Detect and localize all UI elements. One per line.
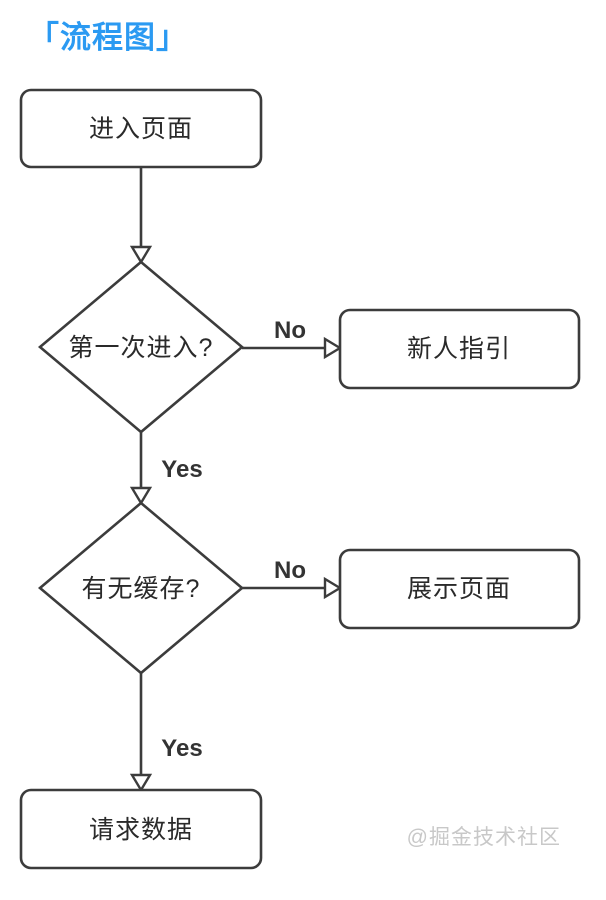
edge-first-visit-to-newcomer-guide: No [242,317,343,360]
arrowhead-down-icon [129,773,153,793]
arrowhead-down-icon [129,486,153,506]
node-enter-page-label: 进入页面 [89,115,193,143]
node-has-cache-label: 有无缓存? [82,575,201,603]
node-enter-page: 进入页面 [19,88,263,169]
page-title: 「流程图」 [28,20,188,55]
node-show-page-shape [338,548,581,630]
watermark-text: @掘金技术社区 [406,826,561,849]
edge-enter-page-to-first-visit [129,167,153,265]
edge-has-cache-to-show-page: No [242,557,343,600]
node-request-data-label: 请求数据 [89,816,193,844]
edge-has-cache-to-request-data: Yes [129,673,203,793]
node-request-data-shape [19,788,263,870]
node-has-cache: 有无缓存? [37,501,245,675]
node-newcomer-guide-label: 新人指引 [407,335,511,363]
node-has-cache-shape [37,501,245,675]
node-request-data: 请求数据 [19,788,263,870]
arrowhead-right-icon [323,576,343,600]
edge-first-visit-to-has-cache: Yes [129,432,203,506]
edge-label-yes: Yes [161,735,202,762]
node-show-page: 展示页面 [338,548,581,630]
edge-label-no: No [274,557,306,584]
arrowhead-right-icon [323,336,343,360]
node-enter-page-shape [19,88,263,169]
node-first-visit: 第一次进入? [37,260,245,434]
node-newcomer-guide: 新人指引 [338,308,581,390]
edge-label-no: No [274,317,306,344]
node-first-visit-shape [37,260,245,434]
arrowhead-down-icon [129,245,153,265]
node-first-visit-label: 第一次进入? [69,334,214,362]
node-newcomer-guide-shape [338,308,581,390]
edge-label-yes: Yes [161,456,202,483]
node-show-page-label: 展示页面 [407,575,511,603]
